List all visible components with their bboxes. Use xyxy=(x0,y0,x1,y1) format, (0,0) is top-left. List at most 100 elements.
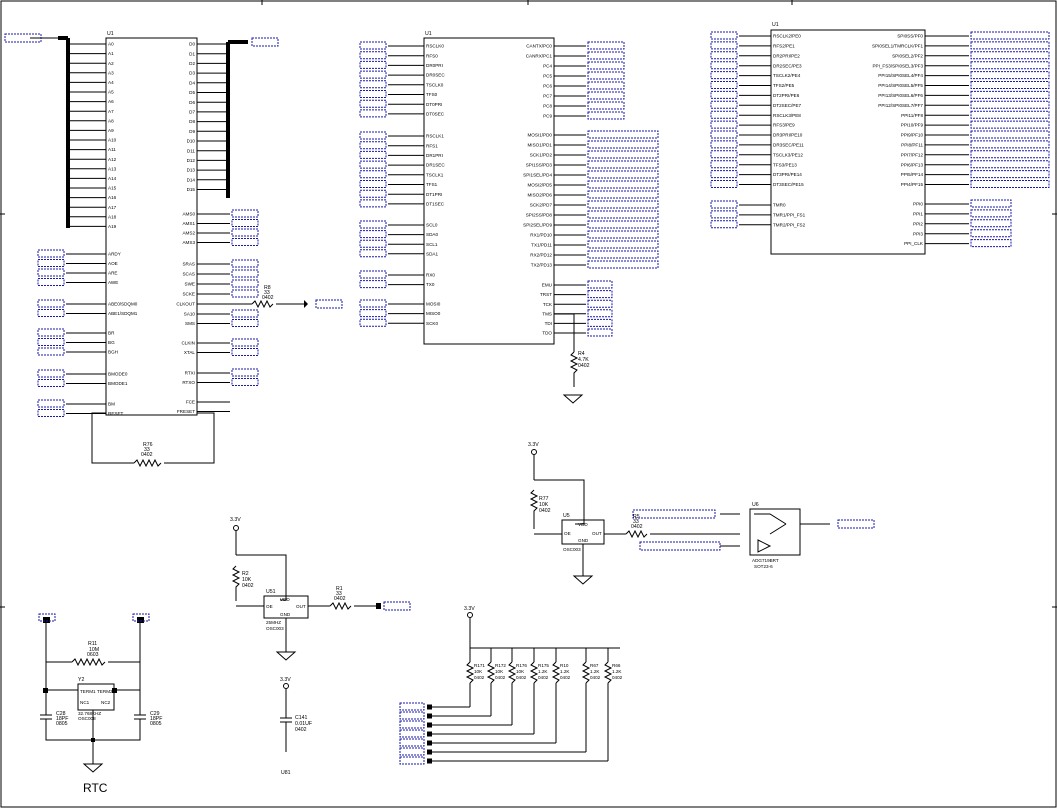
u1c-pf-net-13 xyxy=(970,160,1050,169)
pullup-ref-4: R10 xyxy=(560,663,569,668)
u1c-pf-net-11 xyxy=(970,140,1050,149)
pullup-resistor-1 xyxy=(486,661,496,684)
u1b-jtag-net-3 xyxy=(587,309,613,318)
u1a-sdram-pin-0: SRAS xyxy=(182,262,195,267)
u1b-pd-net-6 xyxy=(587,190,659,199)
u1b-spi0-pin-2: SCK0 xyxy=(426,321,438,326)
u1c-ppi-pin-2: PPI2 xyxy=(913,221,923,226)
pullup-net-2 xyxy=(399,720,425,729)
u1a-fce-pin-1: FRESET xyxy=(177,409,195,414)
u1c-pe-pin-15: DT3SEC/PE15 xyxy=(773,182,804,187)
u1b-uart0-net-1 xyxy=(359,280,387,289)
u1a-bmode-net-1 xyxy=(37,379,65,387)
u1a-clkout-pin-0: CLKOUT xyxy=(176,302,195,307)
u1a-sdram-net-1 xyxy=(231,269,259,278)
u1a-ams-net-1 xyxy=(231,219,259,227)
u1c-pf-pin-5: PPI14/SPI0SEL5/PF5 xyxy=(878,83,923,88)
u1c-pf-pin-3: PPI_FS3/SPI0SEL3/PF3 xyxy=(872,63,923,68)
u1c-pe-pin-11: DR3SEC/PE11 xyxy=(773,143,804,148)
u1a-sdram-pin-3: SCKE xyxy=(182,292,195,297)
u1a-sdram-net-2 xyxy=(231,279,259,288)
u1a-sa-pin-0: SA10 xyxy=(184,312,196,317)
u1b-pd-pin-8: SPI2SS/PD8 xyxy=(526,213,553,218)
u1a-ams-net-0 xyxy=(231,209,259,218)
u1b-sport1-net-4 xyxy=(359,170,387,179)
u1b-pc-pin-4: PC6 xyxy=(543,84,552,89)
r4-ref: R4 xyxy=(578,351,585,357)
u1b-pd-net-8 xyxy=(587,210,659,219)
u1c-pf-net-10 xyxy=(970,130,1050,139)
u1b-body xyxy=(423,37,555,345)
u1b-pd-net-13 xyxy=(587,260,659,269)
u1c-pe-net-5 xyxy=(710,81,738,89)
u1a-sa-net-0 xyxy=(231,309,259,318)
u1c-ppi-pin-0: PPI0 xyxy=(913,202,923,207)
u1c-pe-pin-0: RSCLK2/PE0 xyxy=(773,34,801,39)
r5-ref: R5 xyxy=(633,514,640,520)
u1a-data-pin-8: D8 xyxy=(189,119,195,124)
u1b-twi-net-3 xyxy=(359,249,387,258)
u1a-ctrl-net-1 xyxy=(37,259,65,267)
net-label-clkout xyxy=(315,299,343,309)
u1c-body xyxy=(770,29,926,255)
pullup-net-6 xyxy=(399,756,425,765)
u1b-sport1-net-3 xyxy=(359,160,387,169)
u1b-pd-net-10 xyxy=(587,230,659,239)
u1b-sport1-net-1 xyxy=(359,141,387,150)
u1c-pf-net-7 xyxy=(970,100,1050,109)
r76-ref: R76 xyxy=(143,442,153,448)
r5-pkg: 0402 xyxy=(631,524,643,530)
u1b-sport0-pin-4: TSCLK0 xyxy=(426,82,444,87)
u1a-ctrl-pin-2: ARE xyxy=(108,271,117,276)
u1a-abe-pin-0: ABE0/SDQM0 xyxy=(108,302,138,307)
r1-ref: R1 xyxy=(336,586,343,592)
u81-oscillator: 3.3V R2 10K 0402 U51 VDD OE GND OUT 25MH… xyxy=(230,517,411,776)
u81-pin-gnd: GND xyxy=(280,612,291,617)
u1a-addr-pin-8: A8 xyxy=(108,118,114,123)
pullup-pkg-1: 0402 xyxy=(495,675,506,680)
r5-value: 33 xyxy=(633,519,639,525)
u1b-sport1-net-5 xyxy=(359,180,387,188)
pullup-resistor-6 xyxy=(603,661,613,684)
pullup-ref-3: R175 xyxy=(538,663,549,668)
u1c-pf-pin-9: PPI10/PF9 xyxy=(901,123,924,128)
r76-resistor xyxy=(133,458,162,468)
u1c-pe-net-7 xyxy=(710,100,738,109)
u1b-pd-pin-4: SPI1SEL/PD4 xyxy=(523,173,552,178)
u1a-rst-net-0 xyxy=(37,399,65,408)
pullup-net-3 xyxy=(399,729,425,738)
c28-ref: C28 xyxy=(56,711,66,717)
u1c-pe-net-15 xyxy=(710,180,738,188)
u1a-addr-pin-9: A9 xyxy=(108,128,114,133)
c141-pkg: 0402 xyxy=(295,727,307,733)
u1b-pd-pin-2: SCK1/PD2 xyxy=(530,153,553,158)
u1b-sport0-net-1 xyxy=(359,51,387,60)
u1c-pf-pin-15: PPI4/PF15 xyxy=(901,182,924,187)
u1b-pd-net-5 xyxy=(587,180,659,189)
u1a-ctrl-net-3 xyxy=(37,278,65,286)
u1a-bmode-pin-0: BMODE0 xyxy=(108,372,128,377)
u1a-addr-pin-10: A10 xyxy=(108,138,117,143)
r2-value: 10K xyxy=(242,577,252,583)
u6-value: ADG719BRT xyxy=(752,558,779,563)
u1c-pe-pin-6: DT2PRI/PE6 xyxy=(773,93,800,98)
u1b-uart0-pin-1: TX0 xyxy=(426,282,435,287)
u1b-sport0-net-0 xyxy=(359,41,387,50)
u1b-jtag-net-5 xyxy=(587,328,613,337)
u1c-ppi-net-2 xyxy=(970,219,1012,228)
u1c-tmr-pin-0: TMR0 xyxy=(773,203,786,208)
u1b-sport0-pin-2: DR0PRI xyxy=(426,63,443,68)
u1a-data-pin-5: D5 xyxy=(189,90,195,95)
pullup-value-3: 1.2K xyxy=(538,669,548,674)
u1b-sport1-pin-4: TSCLK1 xyxy=(426,172,444,177)
u1a-ams-net-3 xyxy=(231,238,259,246)
u1b-pc-pin-1: CANRX/PC1 xyxy=(526,54,553,59)
u1a-data-pin-13: D13 xyxy=(187,168,196,173)
u1c-pf-pin-8: PPI11/PF8 xyxy=(901,113,923,118)
r8-resistor xyxy=(251,299,274,309)
u1b-pd-pin-0: MOSI1/PD0 xyxy=(527,133,552,138)
u1c-pe-net-11 xyxy=(710,140,738,149)
u1b-sport0-net-3 xyxy=(359,70,387,79)
pullup-resistor-4 xyxy=(551,661,561,684)
u1a-addr-pin-19: A19 xyxy=(108,224,117,229)
